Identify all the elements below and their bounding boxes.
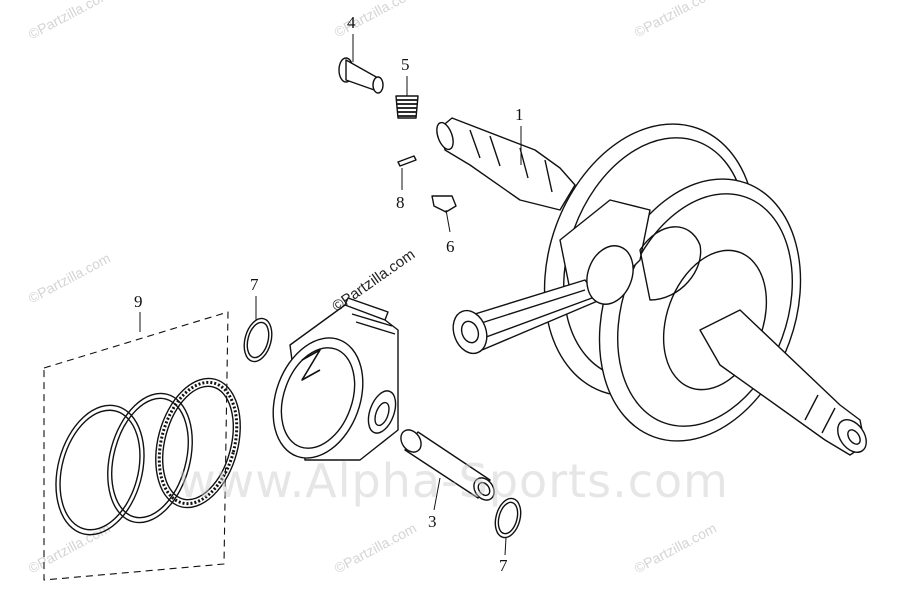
leader-lines xyxy=(139,34,522,556)
part-7-clip-lower xyxy=(494,497,522,539)
part-9-ring-set xyxy=(43,311,241,581)
part-3 xyxy=(400,429,495,501)
part-7-clip-upper xyxy=(243,317,273,363)
callout-5: 5 xyxy=(401,55,410,74)
alpha-sports-watermark: www.Alpha-Sports.com xyxy=(178,454,729,508)
callout-1: 1 xyxy=(515,105,524,124)
callout-3: 3 xyxy=(428,512,437,531)
callout-7-lower: 7 xyxy=(499,556,508,575)
callout-7-upper: 7 xyxy=(250,275,259,294)
callout-6: 6 xyxy=(446,237,455,256)
callout-8: 8 xyxy=(396,193,405,212)
piston xyxy=(272,297,399,461)
callout-4: 4 xyxy=(347,13,356,32)
part-4 xyxy=(338,57,384,94)
crankshaft xyxy=(436,117,867,456)
part-5 xyxy=(395,95,419,119)
part-8 xyxy=(397,155,417,167)
callout-9: 9 xyxy=(134,292,143,311)
part-6 xyxy=(431,195,457,213)
